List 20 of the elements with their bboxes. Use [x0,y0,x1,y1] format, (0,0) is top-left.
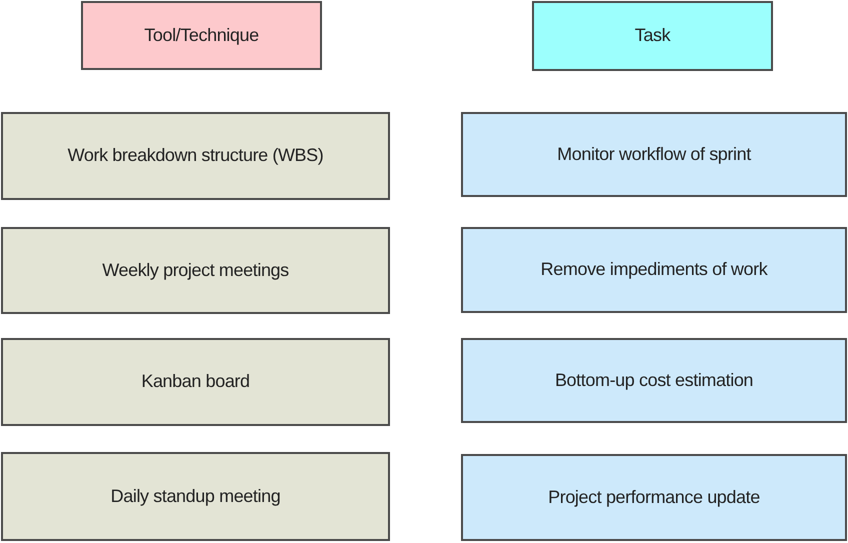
process-box [1,227,390,314]
header-label: Task [634,25,670,47]
column-header [81,1,322,70]
header-label: Tool/Technique [144,24,259,46]
process-box [461,112,847,197]
node-label: Weekly project meetings [102,260,289,282]
process-box [461,338,847,423]
process-box [1,452,390,541]
process-box [1,338,390,426]
node-label: Daily standup meeting [110,486,280,508]
process-box [461,227,847,313]
process-box [461,454,847,541]
column-header [532,1,773,71]
node-label: Remove impediments of work [540,259,768,281]
node-label: Project performance update [548,486,760,508]
process-box [1,112,390,200]
node-label: Work breakdown structure (WBS) [68,145,324,167]
node-label: Monitor workflow of sprint [557,144,751,166]
node-label: Kanban board [141,371,250,393]
node-label: Bottom-up cost estimation [554,370,754,392]
